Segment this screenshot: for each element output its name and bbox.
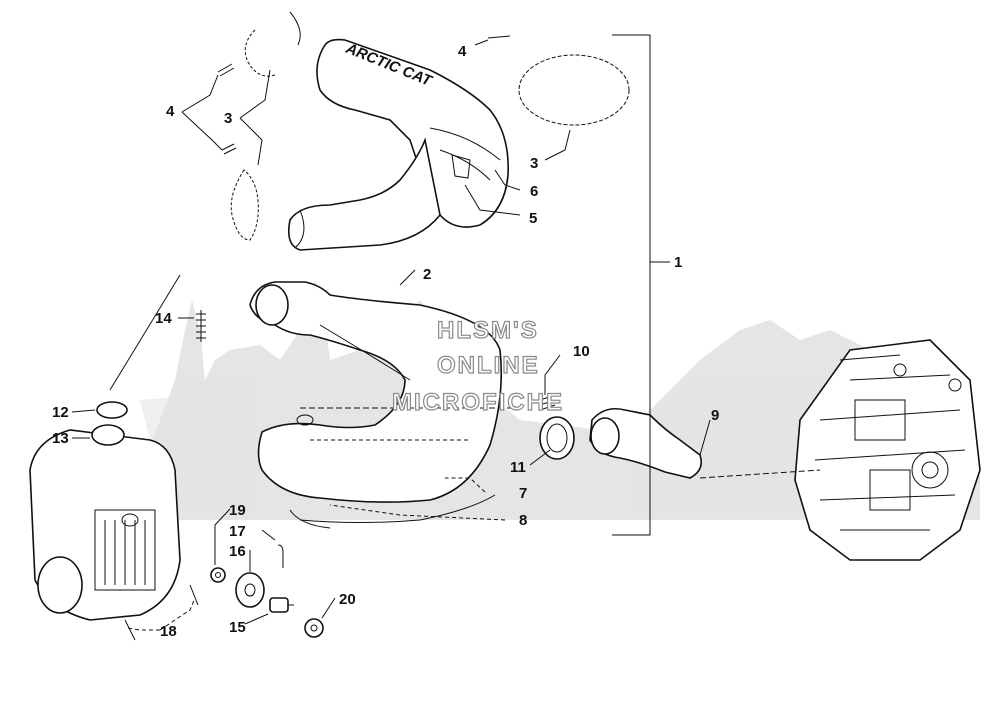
callout-10: 10 [573, 343, 590, 360]
callout-18: 18 [160, 623, 177, 640]
retainer-spring-left-upper [217, 11, 301, 77]
callout-8: 8 [519, 512, 527, 529]
callout-9: 9 [711, 407, 719, 424]
callout-11: 11 [510, 459, 526, 476]
watermark-line-2: ONLINE [437, 352, 540, 379]
stud-18 [124, 584, 199, 641]
callout-15: 15 [229, 619, 246, 636]
callout-5: 5 [529, 210, 537, 227]
pin-17 [277, 544, 284, 568]
callout-19: 19 [229, 502, 246, 519]
callout-4-left: 4 [166, 103, 175, 120]
callout-17: 17 [229, 523, 246, 540]
retainer-band-right [487, 35, 630, 126]
callout-6: 6 [530, 183, 538, 200]
callout-4-top: 4 [458, 43, 467, 60]
callout-labels: 1 2 3 3 4 4 5 6 7 8 9 10 11 12 13 14 15 … [52, 43, 719, 640]
callout-1: 1 [674, 254, 682, 271]
callout-14: 14 [155, 310, 172, 327]
callout-16: 16 [229, 543, 246, 560]
callout-2: 2 [423, 266, 431, 283]
expansion-chamber [249, 281, 503, 529]
callout-3-right: 3 [530, 155, 538, 172]
watermark-line-1: HLSM'S [437, 317, 539, 344]
callout-7: 7 [519, 485, 527, 502]
washer-19 [210, 567, 226, 583]
exhaust-manifold-9 [589, 407, 703, 479]
callout-12: 12 [52, 404, 69, 421]
nut-20 [304, 618, 324, 638]
muffler [29, 401, 181, 621]
retainer-band-left [221, 143, 259, 241]
callout-13: 13 [52, 430, 69, 447]
callout-3-left: 3 [224, 110, 232, 127]
spring-10 [539, 394, 556, 411]
engine-block [794, 339, 981, 561]
gasket-11 [539, 416, 575, 460]
leader-lines [71, 39, 821, 631]
watermark-text: HLSM'S ONLINE MICROFICHE [391, 316, 564, 416]
bolt-15 [269, 597, 294, 613]
watermark-line-3: MICROFICHE [392, 389, 564, 416]
grommet-16 [235, 572, 265, 608]
heat-shield: ARCTIC CAT [287, 38, 509, 251]
spring-14 [196, 310, 206, 342]
callout-20: 20 [339, 591, 356, 608]
